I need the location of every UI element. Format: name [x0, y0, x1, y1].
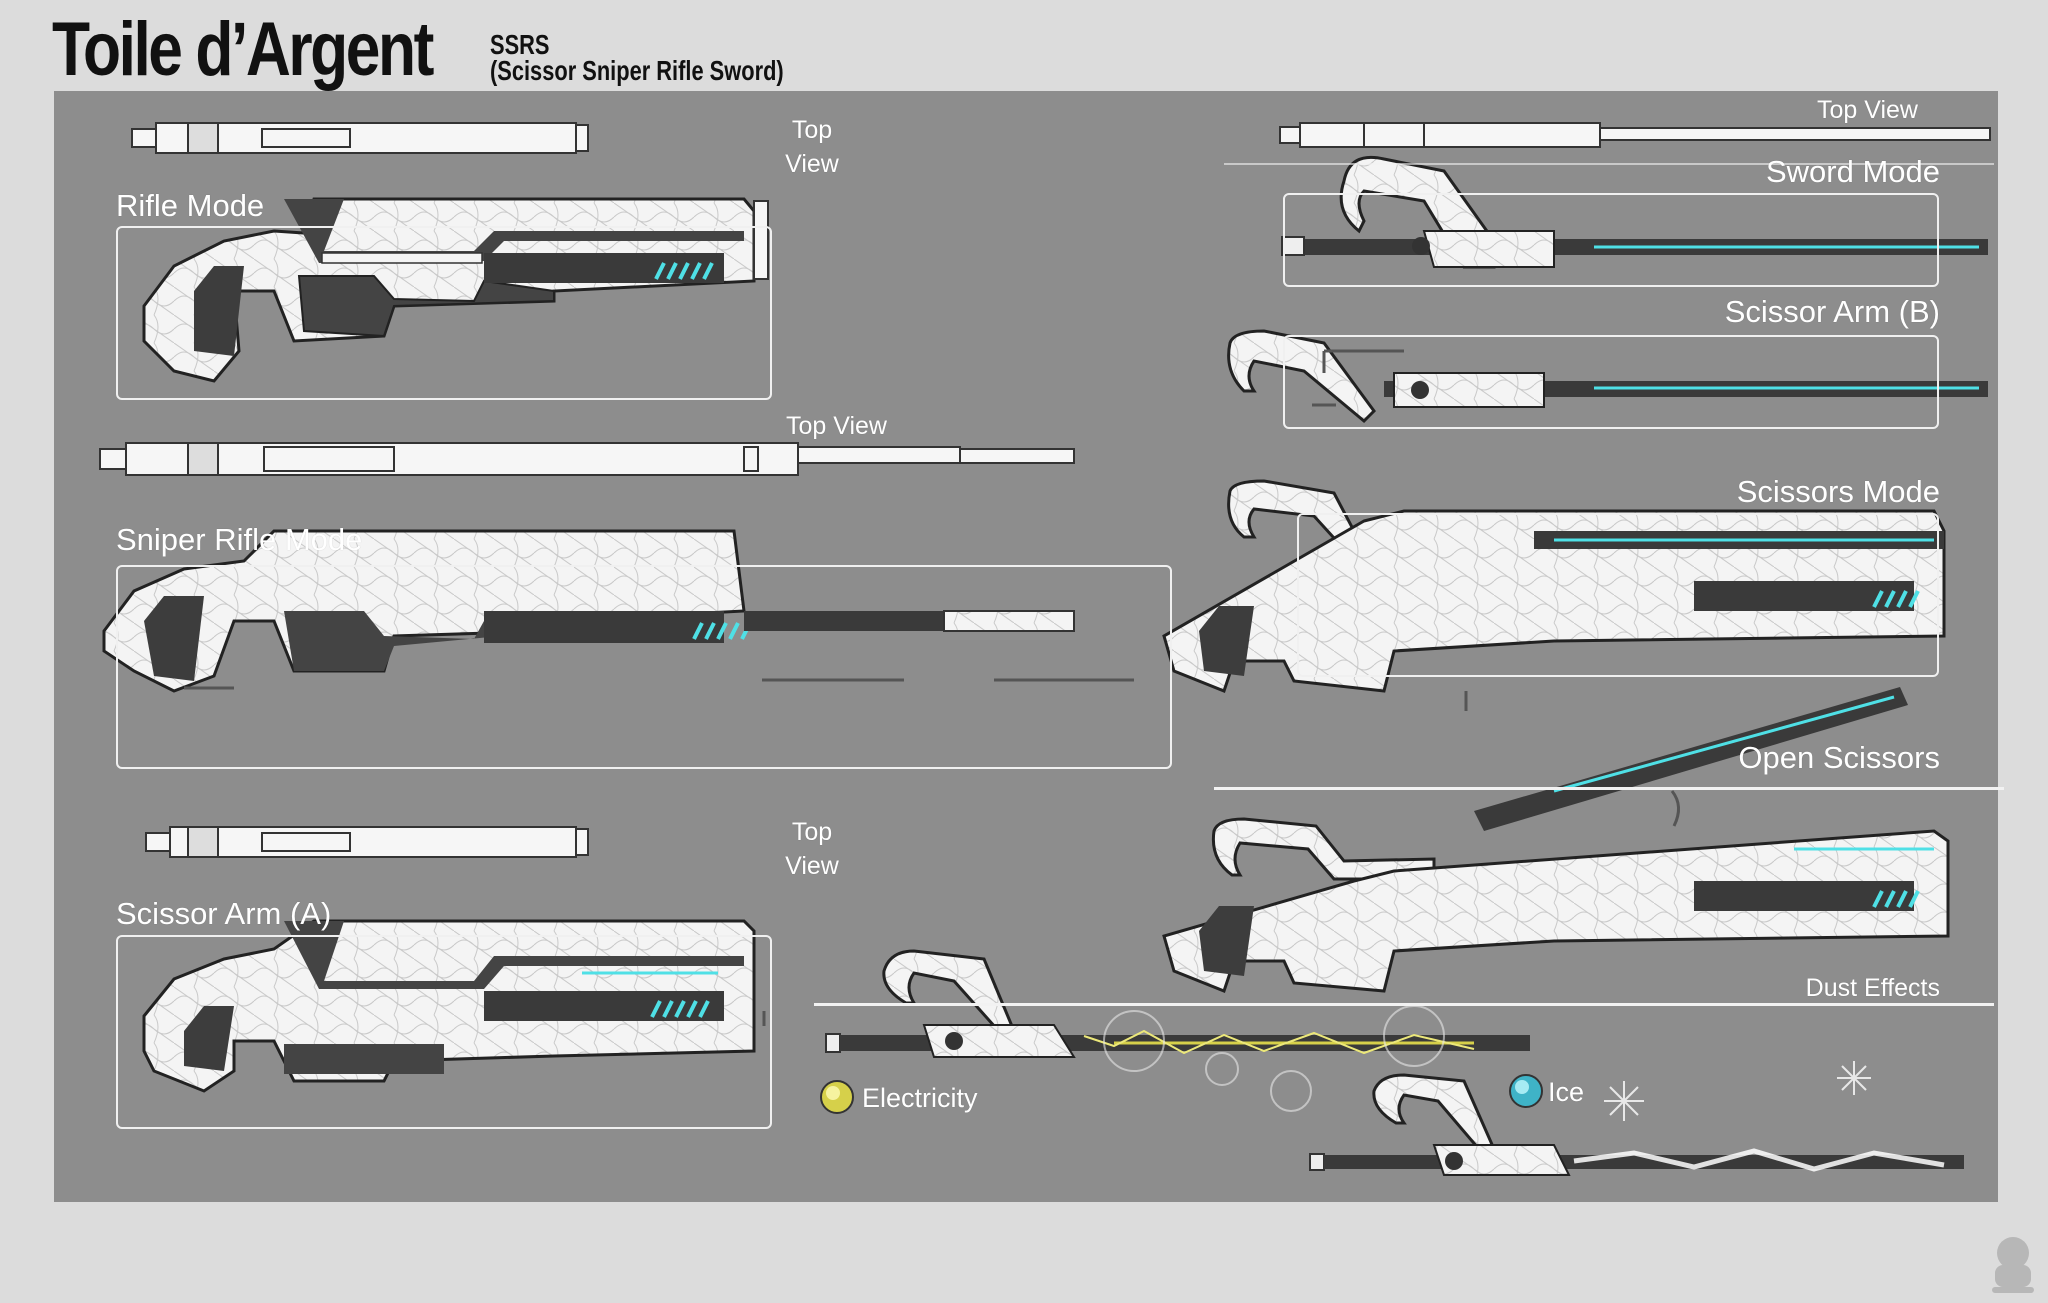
scissor-arm-b-frame — [1283, 335, 1939, 429]
top-view-label-1-line1: Top — [791, 116, 833, 144]
top-view-sniper — [99, 442, 1075, 476]
top-view-scissor-arm — [145, 826, 589, 858]
rifle-mode-weapon — [142, 197, 769, 383]
page-title: Toile d’Argent — [52, 7, 434, 92]
open-scissors-weapon — [1162, 687, 1950, 993]
open-scissors-label: Open Scissors — [1738, 740, 1940, 775]
scissor-arm-b-label: Scissor Arm (B) — [1724, 294, 1940, 329]
weapon-full-name: (Scissor Sniper Rifle Sword) — [490, 55, 784, 86]
scissors-mode-label: Scissors Mode — [1736, 474, 1940, 509]
scissors-mode-weapon — [1162, 479, 1946, 711]
ice-dust-sword — [1309, 1061, 1964, 1176]
rifle-mode-label: Rifle Mode — [116, 188, 265, 223]
concept-sheet-panel: Top View Rifle Mode Top View Sniper Rifl… — [54, 91, 2004, 1202]
scissor-arm-a-label: Scissor Arm (A) — [116, 896, 332, 931]
dust-effects-label: Dust Effects — [1805, 974, 1940, 1002]
top-view-label-2: Top View — [786, 412, 887, 440]
open-scissors-underline — [1214, 787, 2004, 790]
sword-mode-frame — [1283, 193, 1939, 287]
top-view-rifle — [131, 122, 589, 154]
top-view-label-1-line2: View — [785, 150, 839, 178]
electricity-dust-sword — [825, 949, 1530, 1112]
sniper-rifle-frame — [116, 565, 1172, 769]
ice-label: Ice — [1548, 1077, 1585, 1107]
top-view-label-1: Top View — [776, 113, 848, 181]
sword-mode-label: Sword Mode — [1765, 154, 1940, 189]
sniper-rifle-weapon — [102, 529, 1134, 693]
top-view-label-right: Top View — [1817, 96, 1918, 124]
divider-top-view — [1224, 163, 1994, 165]
weapon-illustrations — [99, 122, 1991, 1176]
top-view-label-3-line1: Top — [791, 818, 833, 846]
electricity-label: Electricity — [862, 1083, 978, 1113]
top-view-sword — [1279, 122, 1991, 148]
scissor-arm-b-weapon — [1227, 329, 1988, 424]
top-view-label-3: Top View — [776, 815, 848, 883]
dust-effects-underline — [814, 1003, 1994, 1006]
weapon-acronym: SSRS — [490, 29, 550, 60]
artist-logo-icon — [1992, 1237, 2034, 1293]
scissor-arm-a-weapon — [142, 919, 766, 1093]
scissor-arm-a-frame — [116, 935, 772, 1129]
sniper-rifle-mode-label: Sniper Rifle Mode — [116, 522, 363, 557]
scissors-mode-frame — [1297, 513, 1939, 677]
top-view-label-3-line2: View — [785, 852, 839, 880]
rifle-mode-frame — [116, 226, 772, 400]
sword-mode-weapon — [1281, 155, 1988, 269]
